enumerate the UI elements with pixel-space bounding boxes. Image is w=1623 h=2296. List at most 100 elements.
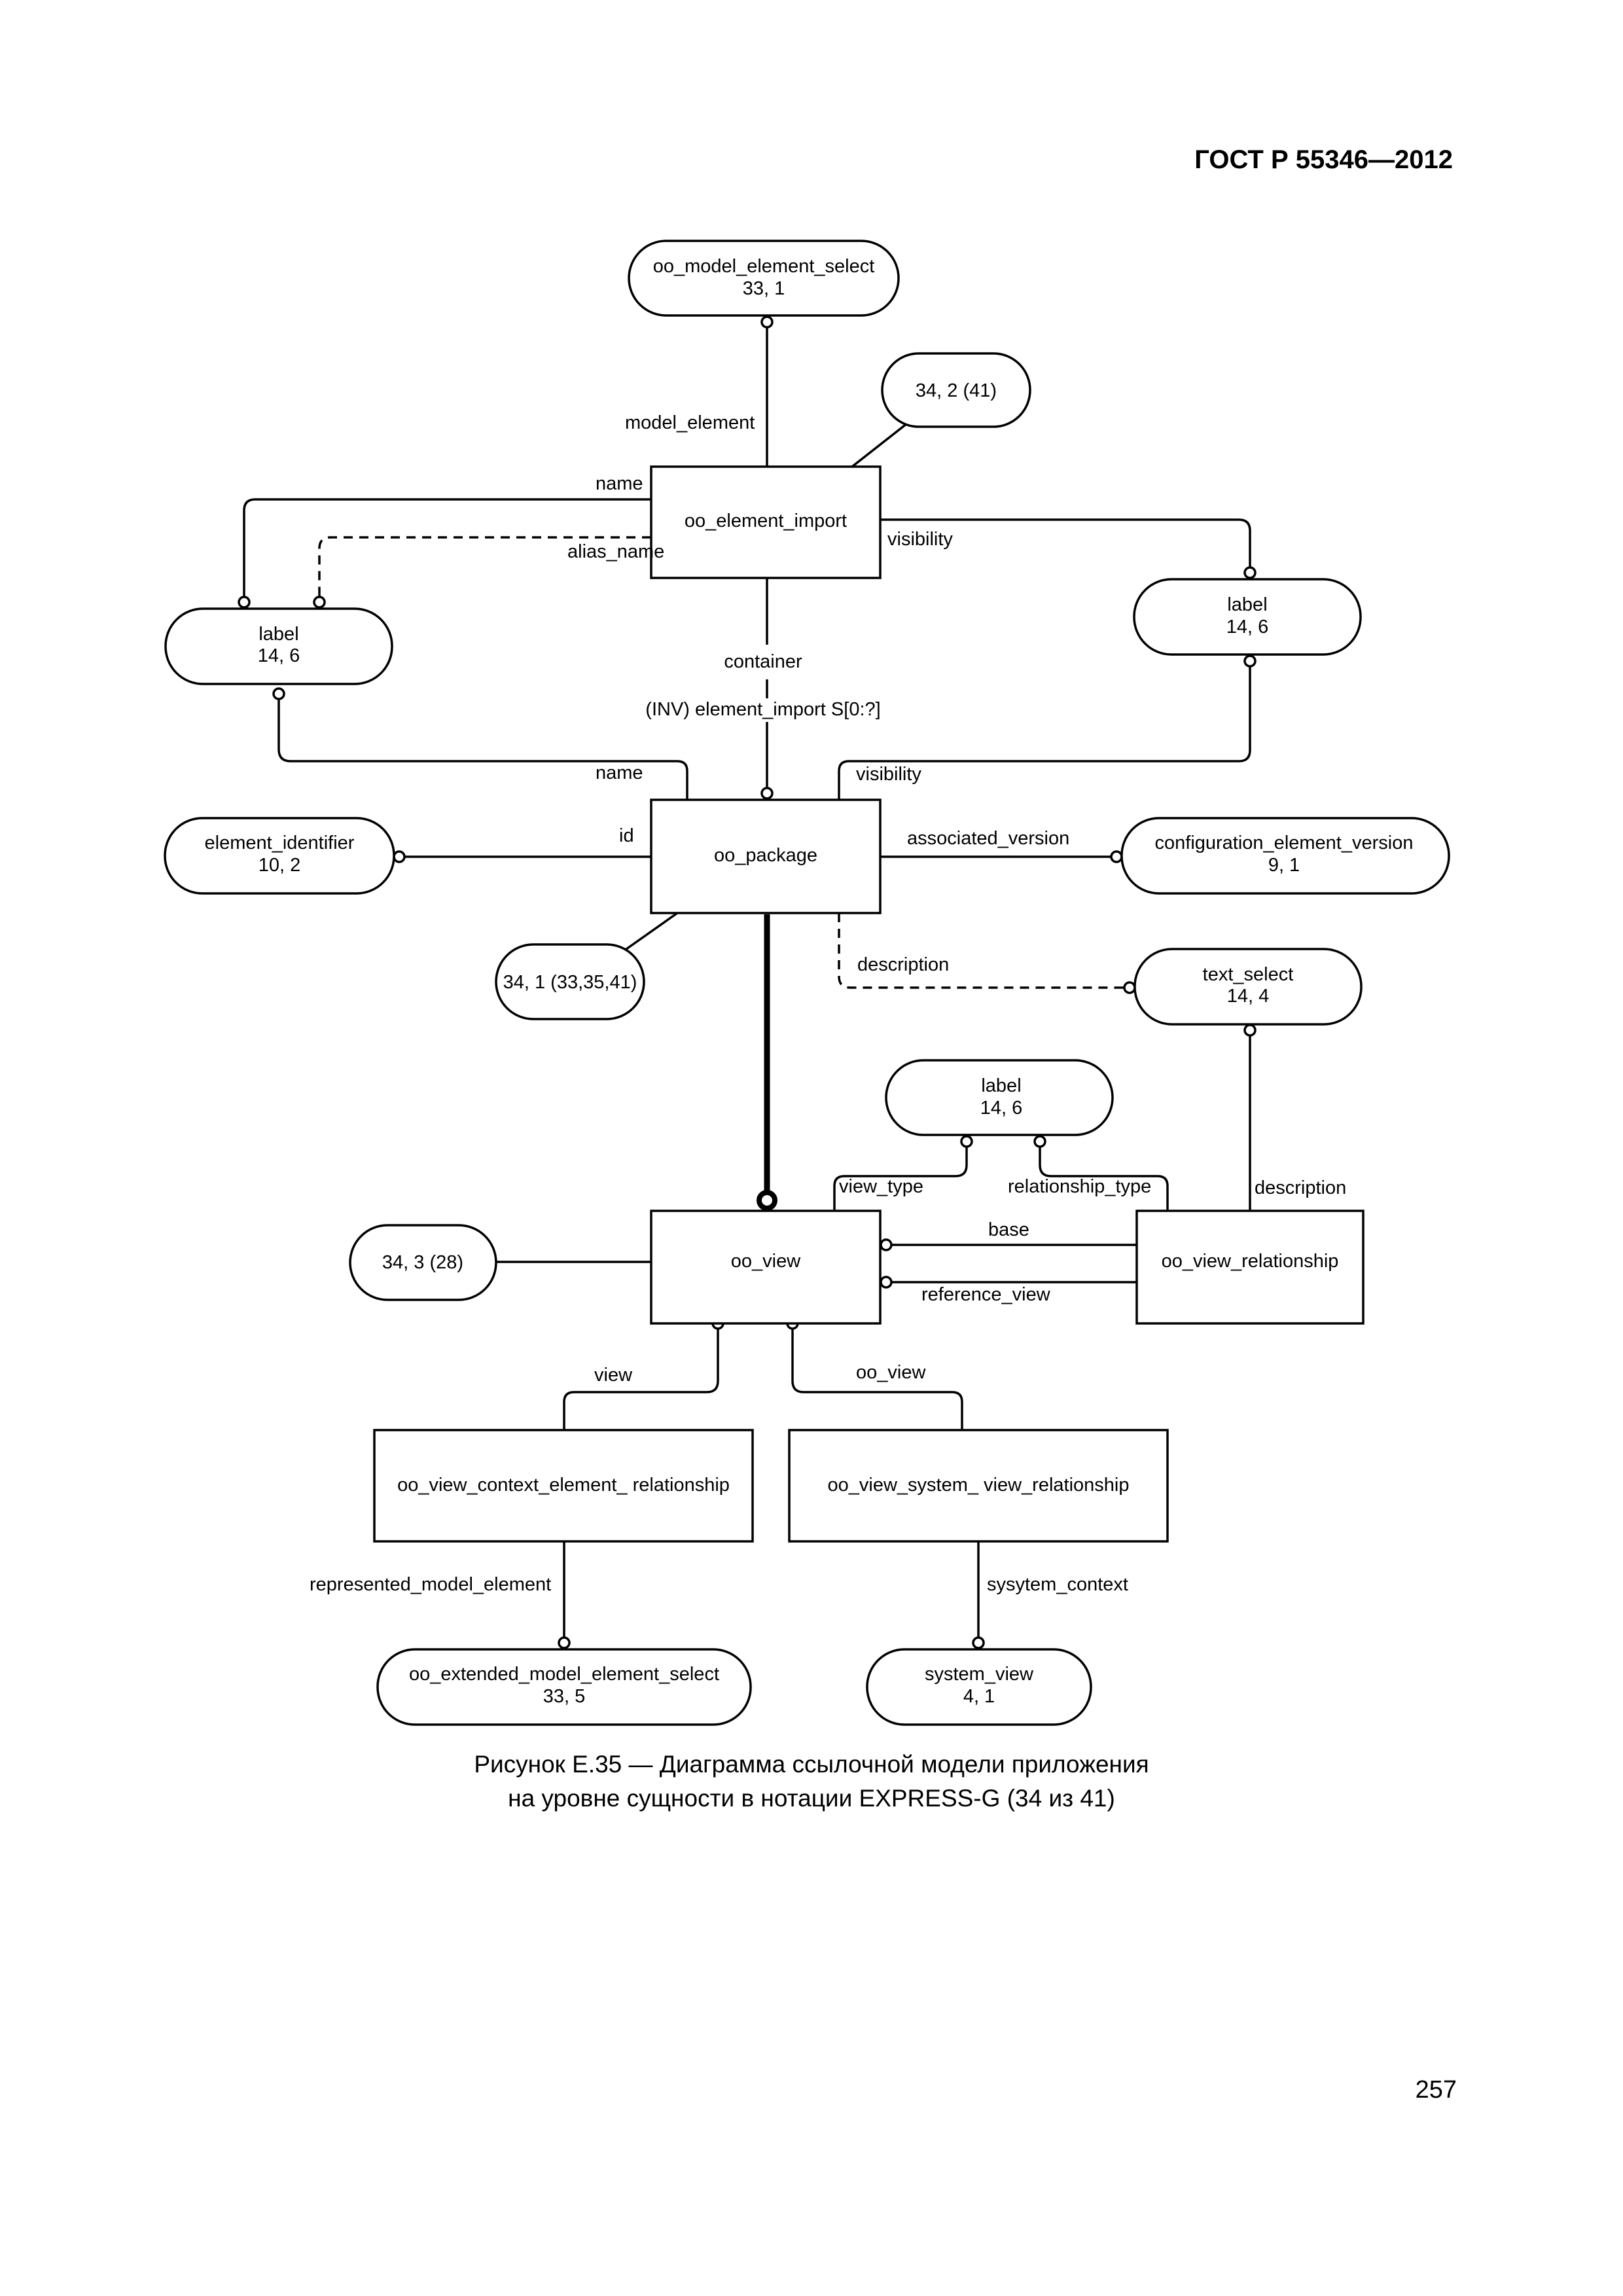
ref-page: 9, 1: [1268, 855, 1300, 876]
entity-label: oo_package: [714, 845, 817, 866]
ref-34-3: 34, 3 (28): [349, 1224, 497, 1301]
edge-end-circle: [1110, 850, 1123, 863]
ref-page: 33, 1: [743, 278, 785, 299]
edge-end-circle: [1243, 566, 1257, 579]
ref-label-left: label 14, 6: [164, 607, 393, 685]
ref-page: 14, 6: [980, 1098, 1023, 1119]
ref-page: 33, 5: [543, 1686, 586, 1707]
edge-name-pkg: [277, 699, 688, 800]
ref-element-identifier: element_identifier 10, 2: [164, 817, 395, 895]
edge-end-circle: [972, 1636, 985, 1649]
document-header: ГОСТ Р 55346—2012: [1194, 145, 1453, 174]
ref-page: 4, 1: [963, 1686, 995, 1707]
attr-visibility-pkg: visibility: [856, 764, 921, 785]
attr-id: id: [619, 825, 634, 846]
attr-associated-version: associated_version: [907, 828, 1069, 849]
edge-end-circle: [1243, 655, 1257, 668]
ref-text-select: text_select 14, 4: [1133, 948, 1363, 1026]
edge-end-circle: [393, 850, 406, 863]
ref-configuration-element-version: configuration_element_version 9, 1: [1120, 817, 1450, 895]
ref-oo-model-element-select: oo_model_element_select 33, 1: [628, 240, 900, 317]
edge-visibility-top: [880, 518, 1251, 567]
edge-end-circle: [313, 596, 326, 609]
figure-caption: Рисунок Е.35 — Диаграмма ссылочной модел…: [0, 1748, 1623, 1816]
ref-label-right: label 14, 6: [1133, 578, 1362, 656]
attr-inverse: (INV) element_import S[0:?]: [645, 699, 880, 720]
ref-page: 14, 6: [258, 645, 300, 666]
attr-oo-view: oo_view: [856, 1362, 926, 1383]
entity-label: oo_element_import: [685, 511, 847, 531]
ref-label-mid: label 14, 6: [885, 1059, 1114, 1136]
caption-line-1: Рисунок Е.35 — Диаграмма ссылочной модел…: [474, 1751, 1149, 1778]
ref-name: oo_model_element_select: [653, 256, 875, 277]
edge-end-circle: [1243, 1024, 1257, 1037]
entity-oo-view: oo_view: [650, 1210, 882, 1325]
attr-relationship-type: relationship_type: [1008, 1176, 1151, 1197]
attr-represented-model-element: represented_model_element: [310, 1574, 551, 1595]
ref-name: 34, 3 (28): [382, 1252, 463, 1273]
edge-name-top: [243, 498, 651, 597]
ref-name: oo_extended_model_element_select: [409, 1664, 719, 1685]
ref-system-view: system_view 4, 1: [866, 1648, 1092, 1726]
subtype-end-circle: [757, 1190, 777, 1211]
ref-name: system_view: [925, 1664, 1034, 1685]
edge-end-circle: [760, 787, 774, 800]
ref-34-1: 34, 1 (33,35,41): [495, 943, 645, 1020]
attr-reference-view: reference_view: [921, 1284, 1051, 1305]
edge-end-circle: [238, 596, 251, 609]
attr-description-rel: description: [1255, 1177, 1346, 1198]
caption-line-2: на уровне сущности в нотации EXPRESS-G (…: [508, 1785, 1115, 1812]
edge-end-circle: [1123, 981, 1136, 994]
attr-name-pkg: name: [596, 762, 643, 783]
attr-model-element: model_element: [625, 412, 755, 433]
attr-alias-name: alias_name: [567, 541, 664, 562]
entity-oo-element-import: oo_element_import: [650, 465, 882, 579]
entity-oo-view-context-element-relationship: oo_view_context_element_ relationship: [373, 1429, 754, 1543]
edge-view-type: [833, 1147, 968, 1211]
attr-description-pkg: description: [857, 954, 949, 975]
attr-view: view: [594, 1365, 633, 1386]
edge-end-circle: [960, 1135, 973, 1148]
edge-end-circle: [760, 315, 774, 329]
ref-34-2: 34, 2 (41): [881, 352, 1031, 428]
ref-page: 14, 4: [1227, 986, 1270, 1007]
edge-oo-view: [791, 1329, 963, 1430]
attr-visibility-top: visibility: [887, 529, 953, 550]
edge-end-circle: [880, 1238, 893, 1251]
edge-visibility-pkg: [838, 666, 1251, 800]
ref-name: 34, 2 (41): [916, 380, 997, 401]
edge-end-circle: [272, 687, 285, 700]
attr-base: base: [988, 1219, 1029, 1240]
edge-view: [563, 1329, 719, 1430]
ref-name: element_identifier: [205, 833, 355, 853]
edge-end-circle: [1033, 1135, 1046, 1148]
edge-relationship-type: [1039, 1147, 1169, 1211]
attr-name-top: name: [596, 473, 643, 494]
ref-name: label: [981, 1075, 1021, 1096]
entity-oo-package: oo_package: [650, 798, 882, 914]
ref-name: 34, 1 (33,35,41): [503, 972, 637, 993]
entity-label: oo_view_system_ view_relationship: [827, 1475, 1129, 1496]
attr-view-type: view_type: [839, 1176, 923, 1197]
entity-oo-view-relationship: oo_view_relationship: [1135, 1210, 1364, 1325]
ref-page: 10, 2: [259, 855, 301, 876]
edge-end-circle: [880, 1276, 893, 1289]
page-number: 257: [1415, 2076, 1457, 2104]
ref-name: label: [259, 624, 298, 645]
entity-label: oo_view_relationship: [1162, 1251, 1339, 1272]
ref-name: label: [1227, 594, 1267, 615]
ref-page: 14, 6: [1226, 617, 1269, 637]
entity-label: oo_view_context_element_ relationship: [397, 1475, 730, 1496]
edge-page-ref-34-1: [620, 912, 679, 954]
attr-sysytem-context: sysytem_context: [987, 1574, 1128, 1595]
ref-oo-extended-model-element-select: oo_extended_model_element_select 33, 5: [376, 1648, 752, 1726]
ref-name: text_select: [1203, 964, 1294, 985]
entity-label: oo_view: [731, 1251, 801, 1272]
edge-description-pkg: [838, 913, 1124, 989]
edge-page-ref-34-2: [851, 418, 914, 468]
edge-end-circle: [558, 1636, 571, 1649]
attr-container: container: [724, 651, 802, 672]
ref-name: configuration_element_version: [1155, 833, 1414, 853]
entity-oo-view-system-view-relationship: oo_view_system_ view_relationship: [788, 1429, 1169, 1543]
